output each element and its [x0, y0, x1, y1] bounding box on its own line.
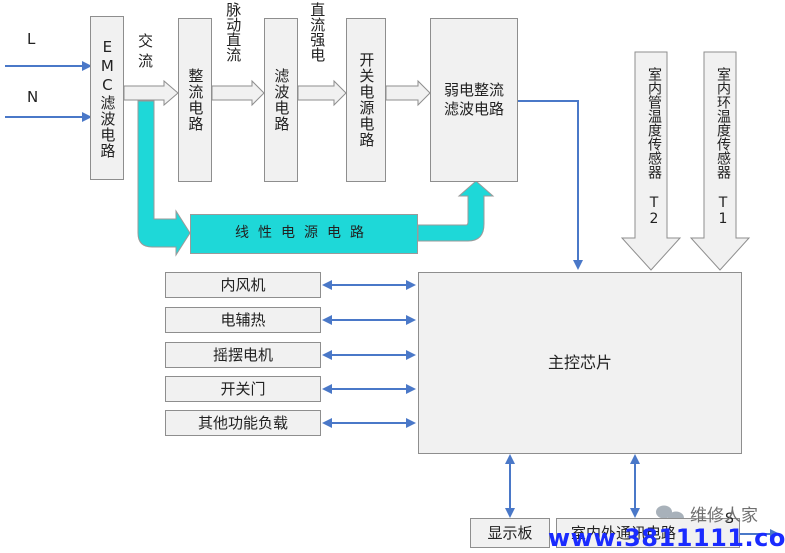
- load-fan: 内风机: [165, 272, 321, 298]
- weak-to-chip-arrow: [518, 100, 583, 270]
- comm-s-label: S: [725, 511, 734, 527]
- load-door-label: 开关门: [220, 379, 266, 398]
- sensor-t1-arrow: [689, 51, 751, 271]
- ac-label: 交流: [138, 32, 154, 70]
- flow-arrow-switch-weak: [385, 79, 431, 107]
- emc-filter-block: EMC滤波电路: [90, 16, 124, 180]
- load-swing-motor: 摇摆电机: [165, 342, 321, 368]
- comm-circuit-label: 室内外通讯电路: [571, 523, 677, 542]
- display-board-label: 显示板: [487, 523, 533, 542]
- watermark-url: www.3811111.com: [548, 524, 785, 552]
- display-board-block: 显示板: [470, 518, 550, 548]
- load-door: 开关门: [165, 376, 321, 402]
- switch-psu-block: 开关电源电路: [346, 18, 386, 182]
- input-n-label: N: [27, 88, 39, 106]
- pulse-dc-label: 脉动直流: [224, 2, 243, 62]
- flow-arrow-filter-switch: [297, 79, 347, 107]
- sensor-t2-label: 室内管温度传感器 T2: [646, 67, 662, 227]
- weak-psu-label: 弱电整流滤波电路: [443, 81, 504, 118]
- linear-psu-label: 线性电源电路: [235, 225, 373, 242]
- watermark-brand: 维修人家: [690, 506, 758, 526]
- main-chip-label: 主控芯片: [547, 353, 612, 372]
- load-swing-motor-label: 摇摆电机: [212, 345, 273, 364]
- cyan-arrow-to-weak: [417, 180, 495, 242]
- switch-psu-label: 开关电源电路: [357, 52, 376, 148]
- load-other-label: 其他功能负载: [197, 413, 288, 432]
- rectifier-block: 整流电路: [178, 18, 212, 182]
- load-aux-heater: 电辅热: [165, 307, 321, 333]
- dc-strong-label: 直流强电: [308, 2, 327, 62]
- comm-circuit-block: 室内外通讯电路: [556, 518, 740, 548]
- load-fan-label: 内风机: [220, 275, 266, 294]
- load-other: 其他功能负载: [165, 410, 321, 436]
- main-chip-block: 主控芯片: [418, 272, 742, 454]
- filter-label: 滤波电路: [272, 68, 291, 132]
- sensor-t1-label: 室内环温度传感器 T1: [715, 67, 731, 227]
- emc-filter-label: EMC滤波电路: [98, 37, 117, 159]
- sensor-t2-arrow: [620, 51, 682, 271]
- flow-arrow-rectifier-filter: [211, 79, 265, 107]
- filter-block: 滤波电路: [264, 18, 298, 182]
- load-aux-heater-label: 电辅热: [220, 310, 266, 329]
- flow-arrow-emc-rectifier: [123, 79, 179, 107]
- rectifier-label: 整流电路: [186, 68, 205, 132]
- weak-psu-block: 弱电整流滤波电路: [430, 18, 518, 182]
- linear-psu-block: 线性电源电路: [190, 214, 418, 254]
- input-l-label: L: [27, 30, 36, 48]
- cyan-arrow-to-linear: [137, 100, 191, 257]
